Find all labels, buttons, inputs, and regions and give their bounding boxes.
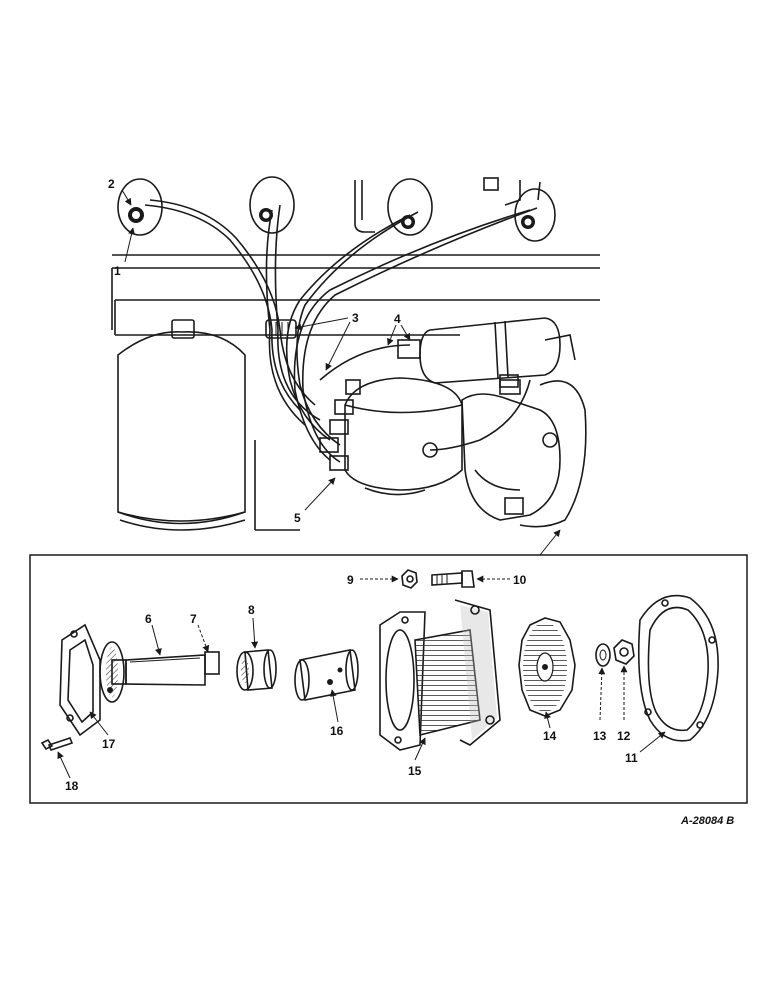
part-12-nut <box>613 639 635 665</box>
distributor <box>319 377 463 496</box>
callout-13: 13 <box>593 729 607 743</box>
callout-18: 18 <box>65 779 79 793</box>
exploded-view: 9 10 6 7 8 16 15 14 13 12 11 17 18 <box>40 569 719 793</box>
engine-block <box>111 176 600 531</box>
callout-16: 16 <box>330 724 344 738</box>
callout-1: 1 <box>114 264 121 278</box>
callout-10: 10 <box>513 573 527 587</box>
callout-17: 17 <box>102 737 116 751</box>
part-6-drive-shaft <box>99 641 220 703</box>
part-8-bearing <box>236 649 277 691</box>
mounted-drive-housing <box>461 379 587 528</box>
part-13-washer <box>595 643 611 667</box>
part-17-gasket <box>59 623 101 737</box>
callout-11: 11 <box>625 751 638 765</box>
engine-assembly-view: 2 1 3 4 5 <box>108 176 600 556</box>
callout-4: 4 <box>394 312 401 326</box>
upper-leader-lines <box>121 189 561 556</box>
callout-2: 2 <box>108 177 115 191</box>
callout-8: 8 <box>248 603 255 617</box>
callout-3: 3 <box>352 311 359 325</box>
lower-leader-lines <box>57 575 666 779</box>
part-14-gear <box>518 617 576 717</box>
part-15-housing <box>379 599 501 751</box>
spark-plug-wires <box>144 199 538 463</box>
figure-reference-code: A-28084 B <box>680 815 734 827</box>
part-9-nut <box>401 569 418 589</box>
part-16-sleeve <box>294 649 359 701</box>
callout-5: 5 <box>294 511 301 525</box>
oil-filter-canister <box>117 319 246 531</box>
part-11-gasket <box>637 594 719 742</box>
ignition-coil <box>397 317 576 388</box>
callout-7: 7 <box>190 612 197 626</box>
callout-14: 14 <box>543 729 557 743</box>
callout-6: 6 <box>145 612 152 626</box>
exploded-view-frame <box>29 554 748 804</box>
callout-12: 12 <box>617 729 631 743</box>
callout-15: 15 <box>408 764 422 778</box>
part-10-bolt <box>431 570 475 588</box>
part-18-bolt <box>40 737 74 751</box>
callout-9: 9 <box>347 573 354 587</box>
